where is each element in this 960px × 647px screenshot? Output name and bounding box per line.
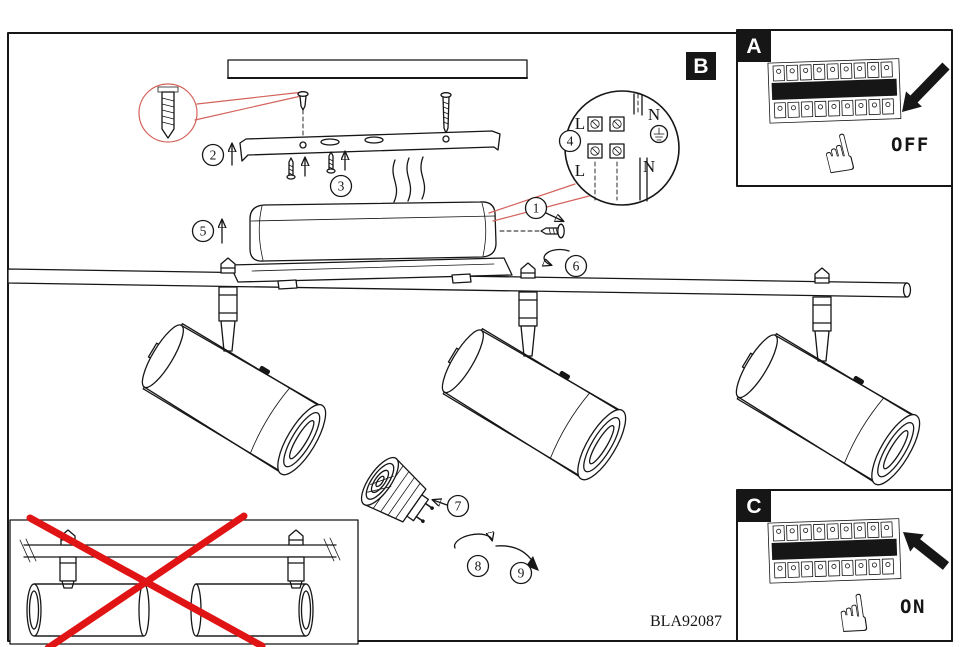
power-off-arrow-icon (902, 62, 950, 112)
terminal-block (587, 116, 625, 159)
incorrect-mounting-box (9, 512, 359, 647)
plug-leader-line (194, 95, 300, 121)
svg-text:7: 7 (455, 499, 462, 514)
step-1-marker: 1 (524, 196, 548, 220)
arrow-step7 (433, 500, 448, 505)
wall-plug-icon (157, 86, 179, 139)
wire-label-live-top: L (575, 114, 585, 133)
spotlight-2 (431, 262, 637, 487)
inset-c-badge (737, 490, 771, 522)
on-label: ON (900, 596, 926, 618)
wire-label-neutral-top: N (648, 105, 660, 124)
gu10-bulb (360, 456, 434, 524)
canopy-plate (229, 257, 513, 290)
red-cross-mark (26, 512, 266, 647)
step-5-marker: 5 (191, 219, 215, 243)
wiring-detail-circle: L N L N (564, 90, 680, 206)
step-markers: 1 2 3 4 5 6 7 8 9 (191, 129, 588, 585)
bracket-screw-left (286, 158, 305, 180)
step-8-marker: 8 (466, 554, 490, 578)
step-7-marker: 7 (446, 494, 470, 518)
svg-text:3: 3 (338, 179, 345, 194)
breaker-panel-a (768, 59, 901, 124)
inset-a-badge (737, 30, 771, 62)
svg-text:B: B (693, 55, 708, 78)
inset-a: ☝ OFF A (736, 29, 953, 189)
breaker-panel-c (768, 519, 901, 584)
svg-text:1: 1 (533, 201, 540, 216)
spotlight-1 (131, 257, 337, 482)
step-3-marker: 3 (329, 174, 353, 198)
ground-terminal (649, 124, 669, 144)
svg-text:A: A (746, 35, 761, 58)
ceiling-hatch (227, 59, 528, 79)
step-6-marker: 6 (564, 254, 588, 278)
svg-text:C: C (746, 495, 761, 518)
svg-text:4: 4 (567, 134, 574, 149)
mounting-screw-top-right (440, 92, 452, 139)
svg-text:2: 2 (210, 148, 217, 163)
direction-arrow-step1 (545, 212, 563, 221)
rotation-ellipse-step8 (453, 534, 492, 549)
canopy-wires (392, 156, 426, 203)
rotation-arrow-step6 (544, 248, 570, 265)
step-4-marker: 4 (558, 129, 582, 153)
side-fixing-screw (499, 223, 565, 239)
step-9-marker: 9 (509, 561, 533, 585)
svg-text:9: 9 (518, 566, 525, 581)
model-number: BLA92087 (650, 613, 722, 630)
spotlight-3 (725, 267, 931, 492)
mounting-bracket (239, 130, 501, 162)
wall-plug-detail (138, 83, 300, 143)
svg-text:8: 8 (475, 559, 482, 574)
mounting-screw-top-left (297, 91, 309, 141)
wire-label-live-bottom: L (575, 161, 585, 180)
svg-text:5: 5 (200, 224, 207, 239)
plug-leader-line (196, 91, 300, 105)
canopy-housing (249, 201, 497, 262)
bracket-screw-right (326, 152, 345, 174)
svg-text:6: 6 (573, 259, 580, 274)
off-label: OFF (891, 134, 930, 156)
label-b-badge: B (686, 52, 716, 80)
inset-c: ☝ ON C (736, 489, 953, 647)
step-2-marker: 2 (201, 143, 225, 167)
main-border (7, 32, 953, 642)
wire-label-neutral-bottom: N (643, 157, 655, 176)
power-on-arrow-icon (903, 532, 950, 570)
